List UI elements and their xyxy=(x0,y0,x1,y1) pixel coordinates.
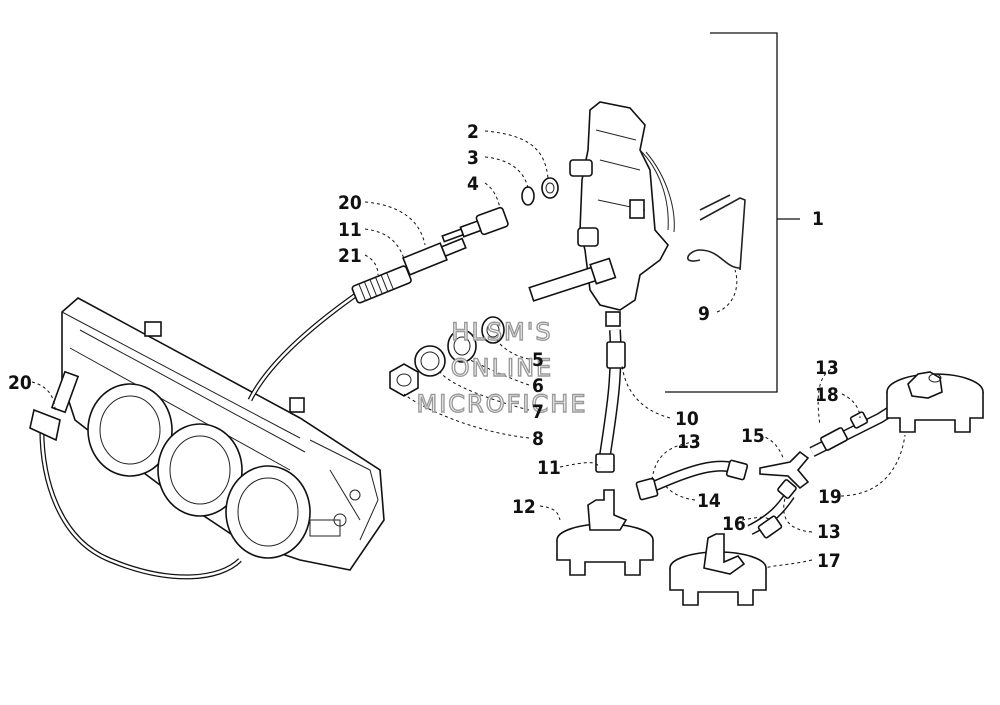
callout-11-lower: 11 xyxy=(537,457,561,479)
callout-20-left: 20 xyxy=(8,372,32,394)
primer-fitting xyxy=(528,257,617,302)
fuel-filter-left xyxy=(556,489,654,576)
fuel-pump-assembly xyxy=(569,101,675,327)
throttle-body-assembly xyxy=(61,297,385,571)
callout-2: 2 xyxy=(467,121,479,143)
callout-3: 3 xyxy=(467,147,479,169)
watermark-line-1: HLSM'S xyxy=(451,318,552,346)
callout-10: 10 xyxy=(675,408,699,430)
small-parts-2-3-4 xyxy=(441,177,559,243)
callout-16: 16 xyxy=(722,513,746,535)
group-bracket xyxy=(665,32,778,393)
callout-19: 19 xyxy=(818,486,842,508)
washers-and-nut xyxy=(389,316,505,397)
callout-7: 7 xyxy=(532,401,544,423)
callout-20-upper: 20 xyxy=(338,192,362,214)
retaining-clip xyxy=(687,194,746,271)
callout-15: 15 xyxy=(741,425,765,447)
callout-13-top: 13 xyxy=(815,357,839,379)
callout-18: 18 xyxy=(815,384,839,406)
callout-12: 12 xyxy=(512,496,536,518)
callout-21: 21 xyxy=(338,245,362,267)
leader-lines xyxy=(31,130,906,569)
callout-1: 1 xyxy=(812,208,824,230)
throttle-cable xyxy=(247,237,467,402)
callout-11-upper: 11 xyxy=(338,219,362,241)
center-hose xyxy=(595,329,626,473)
callout-17: 17 xyxy=(817,550,841,572)
watermark: HLSM'S ONLINE MICROFICHE xyxy=(416,317,588,418)
left-vent-hose xyxy=(29,370,242,580)
fuel-filter-middle xyxy=(669,533,767,606)
callout-5: 5 xyxy=(532,349,544,371)
callout-14: 14 xyxy=(697,490,721,512)
watermark-line-3: MICROFICHE xyxy=(417,390,588,418)
callout-labels: 1 2 3 4 5 6 7 8 9 10 11 11 12 13 13 13 1… xyxy=(8,121,842,572)
callout-13-bottom: 13 xyxy=(817,521,841,543)
callout-6: 6 xyxy=(532,375,544,397)
callout-8: 8 xyxy=(532,428,544,450)
callout-13-left: 13 xyxy=(677,431,701,453)
callout-9: 9 xyxy=(698,303,710,325)
watermark-line-2: ONLINE xyxy=(451,354,553,382)
callout-4: 4 xyxy=(467,173,479,195)
fuel-filter-right xyxy=(886,371,984,433)
